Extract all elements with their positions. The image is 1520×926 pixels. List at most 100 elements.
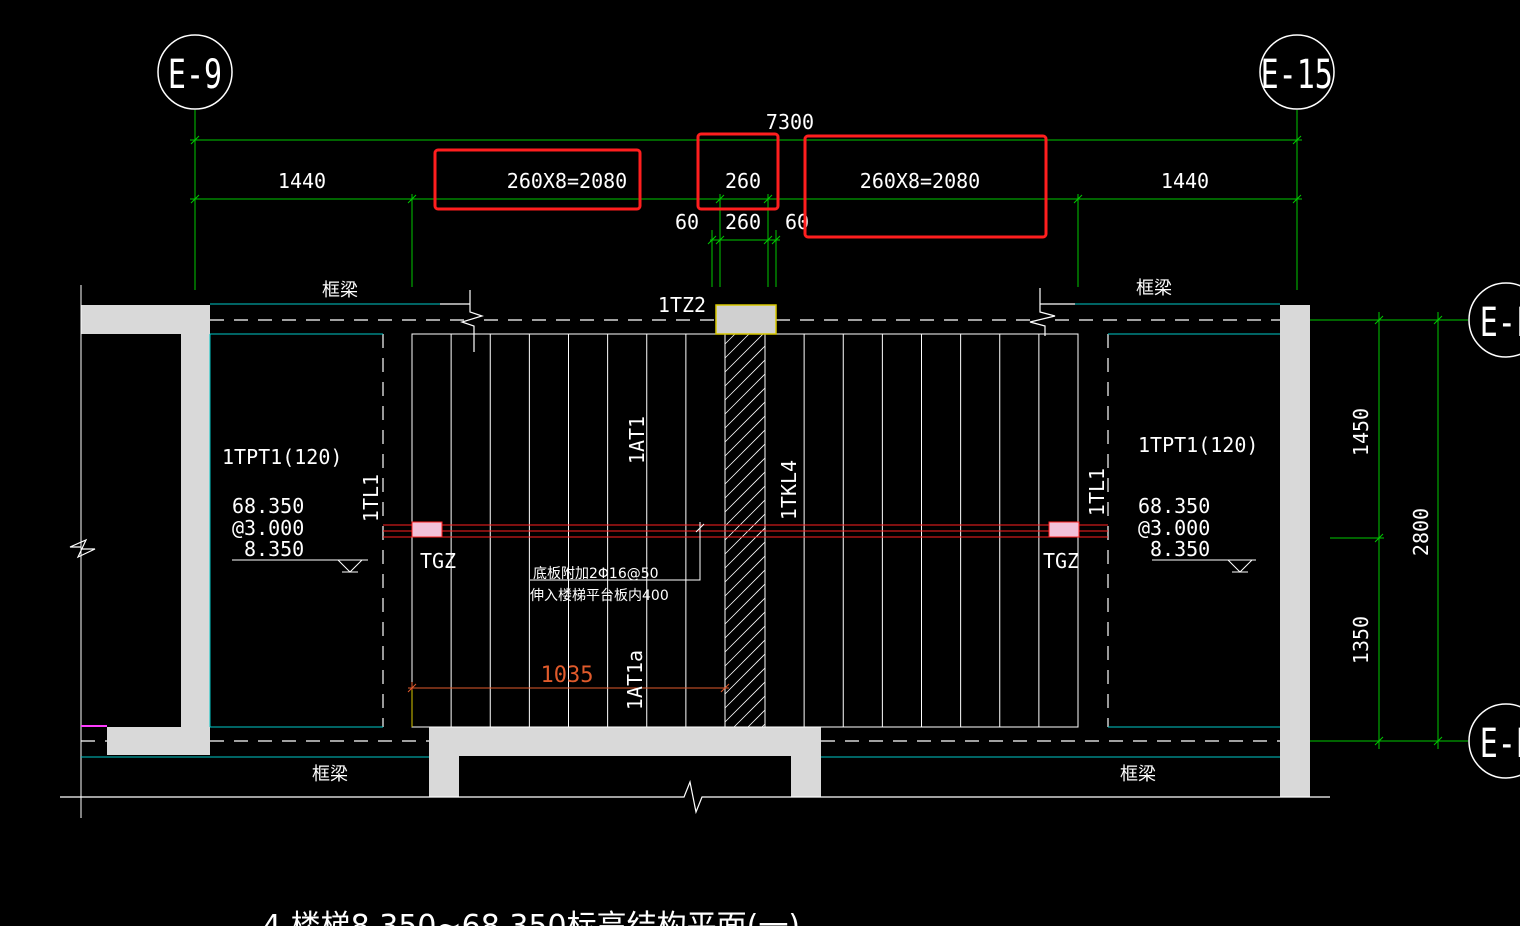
- hatch-line: [724, 667, 766, 709]
- reinforcement-lines: [383, 524, 1108, 538]
- label-frame-beam-bottom-right: 框梁: [1120, 764, 1156, 785]
- label-tz: 1TZ2: [658, 293, 706, 317]
- room-left-cutout: [81, 334, 181, 727]
- hatch-line: [747, 709, 766, 728]
- dim-vertical-total: 2800: [1409, 508, 1433, 556]
- dim-gap-left: 60: [675, 210, 699, 234]
- dim-right-flight: 1440: [1161, 169, 1209, 193]
- axis-circle-right-top: [1468, 282, 1520, 358]
- wall-right-vertical: [1280, 305, 1310, 797]
- hatch-line: [724, 333, 764, 373]
- hatch-line: [724, 499, 766, 541]
- center-hatch-pattern: [724, 333, 766, 728]
- hatch-line: [724, 359, 766, 401]
- dim-middle-sub: 260: [725, 210, 761, 234]
- tgz-left: [411, 521, 443, 538]
- axis-label-right-top: E-F: [1480, 300, 1520, 346]
- dim-left-flight: 1440: [278, 169, 326, 193]
- hatch-line: [724, 639, 766, 681]
- axis-extension-lines: [194, 110, 1468, 742]
- label-frame-beam-top-left: 框梁: [322, 280, 358, 301]
- hatch-line: [724, 611, 766, 653]
- label-platform-left: 1TPT1(120): [222, 445, 342, 469]
- hatch-line: [724, 333, 736, 345]
- label-tgz-right: TGZ: [1043, 549, 1079, 573]
- hatch-line: [724, 513, 766, 555]
- hatch-line: [724, 401, 766, 443]
- wall-bottom-middle-left: [429, 727, 459, 797]
- note-leader: [530, 522, 705, 581]
- red-highlight-boxes: [433, 132, 1048, 239]
- tgz-right: [1048, 521, 1080, 538]
- hatch-line: [724, 345, 766, 387]
- note-line-2: 伸入楼梯平台板内400: [530, 588, 669, 604]
- hatch-line: [724, 415, 766, 457]
- axis-circle-left: [157, 34, 233, 110]
- hatch-line: [724, 555, 766, 597]
- axis-label-left: E-9: [168, 52, 222, 98]
- label-tl-right: 1TL1: [1085, 468, 1109, 516]
- footer-title: 4 楼梯8.350~68.350标高结构平面(一): [262, 909, 800, 926]
- hatch-line: [733, 695, 766, 728]
- elevation-marks: [232, 559, 1256, 573]
- dim-right-steps: 260X8=2080: [860, 169, 980, 193]
- axis-label-right-bottom: E-E: [1480, 721, 1520, 767]
- dim-left-steps: 260X8=2080: [507, 169, 627, 193]
- dim-red-measure: 1035: [541, 663, 594, 688]
- highlight-left-steps: [433, 148, 642, 211]
- hatch-line: [724, 583, 766, 625]
- hatch-line: [724, 387, 766, 429]
- hatch-line: [724, 429, 766, 471]
- tz-column: [715, 304, 777, 335]
- dim-vertical-bottom: 1350: [1349, 616, 1373, 664]
- hatch-line: [724, 597, 766, 639]
- wall-bottom-middle-right: [791, 727, 821, 797]
- top-beam-breaks: [440, 288, 1075, 352]
- hatch-line: [761, 723, 766, 728]
- hatch-line: [724, 527, 766, 569]
- label-frame-beam-top-right: 框梁: [1136, 278, 1172, 299]
- label-stair-top: 1AT1: [625, 416, 649, 464]
- hatch-line: [724, 569, 766, 611]
- hatch-line: [724, 541, 766, 583]
- note-line-1: 底板附加2Φ16@50: [533, 566, 659, 582]
- wall-bottom-left: [107, 727, 210, 755]
- elev-left-3: 8.350: [244, 537, 304, 561]
- axis-circle-right: [1259, 34, 1335, 110]
- axis-circle-right-bottom: [1468, 703, 1520, 779]
- hatch-line: [724, 443, 766, 485]
- axis-bubbles: [157, 34, 1520, 779]
- elev-right-3: 8.350: [1150, 537, 1210, 561]
- break-lines: [60, 538, 1330, 815]
- elev-left-2: @3.000: [232, 516, 304, 540]
- right-dimension-lines: [1330, 312, 1443, 749]
- highlight-right-steps: [803, 134, 1048, 239]
- label-stair-bottom: 1AT1a: [623, 650, 647, 710]
- elev-right-2: @3.000: [1138, 516, 1210, 540]
- cyan-lines: [81, 303, 1280, 758]
- axis-label-right: E-15: [1261, 52, 1333, 98]
- label-tkl: 1TKL4: [777, 460, 801, 520]
- label-tgz-left: TGZ: [420, 549, 456, 573]
- elev-left-1: 68.350: [232, 494, 304, 518]
- walls: [81, 305, 1310, 797]
- hatch-line: [724, 653, 766, 695]
- hatch-line: [724, 333, 750, 359]
- highlight-middle: [696, 132, 780, 211]
- label-platform-right: 1TPT1(120): [1138, 433, 1258, 457]
- hatch-line: [724, 485, 766, 527]
- hatch-line: [724, 625, 766, 667]
- wall-left-vertical: [181, 305, 210, 755]
- dim-vertical-top: 1450: [1349, 408, 1373, 456]
- hatch-line: [724, 681, 766, 723]
- dim-middle: 260: [725, 169, 761, 193]
- dim-total: 7300: [766, 110, 814, 134]
- elev-right-1: 68.350: [1138, 494, 1210, 518]
- hatch-line: [724, 373, 766, 415]
- label-tl-left: 1TL1: [359, 474, 383, 522]
- hatch-line: [724, 471, 766, 513]
- hatch-line: [724, 457, 766, 499]
- label-frame-beam-bottom-left: 框梁: [312, 764, 348, 785]
